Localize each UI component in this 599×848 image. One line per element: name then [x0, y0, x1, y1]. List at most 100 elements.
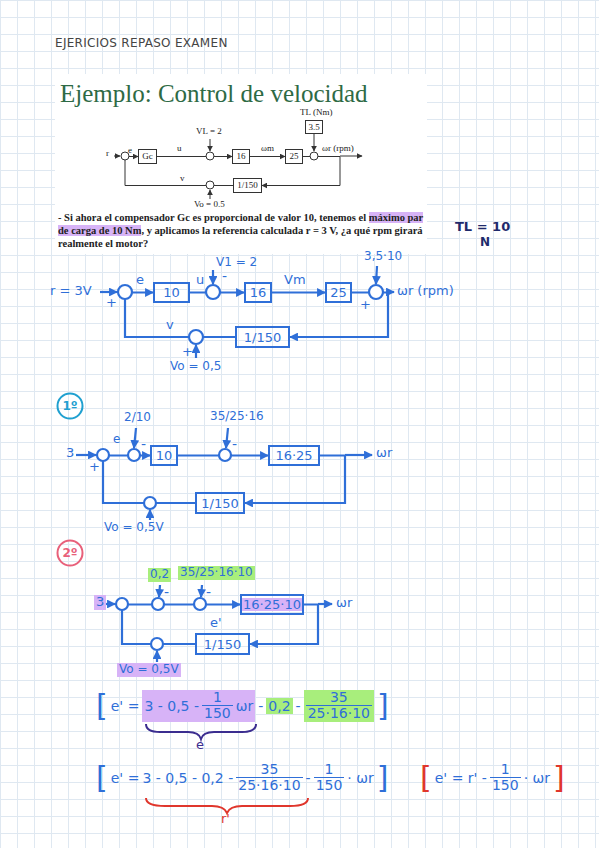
block-text: Gc: [141, 152, 154, 161]
summing-junction: [144, 497, 156, 509]
signal-connector: [125, 293, 235, 338]
equation-term: -: [296, 698, 301, 714]
annotation-text: e': [210, 616, 222, 631]
output-wire: [345, 454, 372, 456]
annotation-text: 35/25·16: [210, 410, 264, 424]
circle-outline: [58, 394, 83, 419]
slide-paragraph: - Si ahora el compensador Gc es proporci…: [58, 211, 424, 250]
annotation-text: e: [196, 738, 204, 753]
disturbance-wire: [314, 134, 315, 151]
disturbance-wire: [210, 139, 211, 151]
annotation-text: +: [182, 345, 193, 360]
block-box: 10: [153, 282, 190, 303]
block-box: 25: [325, 282, 352, 303]
equation-row: [e' =3 - 0,5 - 0,2 -3525·16·10-1150· ωr]: [96, 762, 388, 794]
block-text: 10: [162, 286, 181, 299]
summing-junction: [121, 152, 129, 160]
highlight: 3525·16·10: [304, 690, 374, 722]
fraction: 1150: [202, 690, 233, 722]
output-wire: [388, 291, 394, 293]
block-text: 1/150: [200, 497, 239, 510]
circle-outline: [58, 541, 83, 566]
equation-term: [: [96, 691, 108, 721]
disturbance-wire: [212, 270, 214, 284]
annotation-text: -: [222, 268, 227, 284]
annotation-text: TL (Nm): [300, 107, 332, 117]
annotation-text: ωr (rpm): [397, 284, 454, 299]
annotation-text: 0,2: [148, 568, 171, 582]
block-box: 10: [150, 445, 178, 466]
equation-term: 0,2: [268, 698, 290, 714]
block-box: 1/150: [233, 178, 262, 193]
signal-connector: [290, 293, 388, 338]
block-text: 16: [236, 152, 247, 161]
summing-junction: [151, 638, 163, 650]
annotation-text: +: [360, 298, 371, 313]
equation-term: e' =: [111, 698, 140, 714]
summing-junction: [118, 285, 132, 299]
summing-junction: [206, 285, 220, 299]
step-circle: 1º: [56, 392, 84, 420]
equation-term: ωr: [236, 698, 253, 714]
equation-term: 150: [202, 705, 233, 721]
annotation-text: Ejemplo: Control de velocidad: [60, 80, 368, 109]
disturbance-wire: [201, 585, 202, 597]
block-box: Gc: [138, 149, 157, 164]
equation-term: ]: [377, 691, 389, 721]
block-box: 3.5: [305, 120, 323, 134]
equation-term: ]: [553, 763, 565, 793]
equation-term: -: [258, 698, 263, 714]
equation-term: ]: [377, 763, 389, 793]
block-box: 16·25: [268, 445, 320, 466]
equation-row: [e' = r' -1150· ωr]: [420, 762, 565, 794]
equation-term: 25·16·10: [236, 777, 302, 793]
annotation-text: -: [141, 436, 146, 452]
underbrace: [146, 798, 308, 813]
block-box: 16: [232, 149, 250, 164]
summing-junction: [194, 598, 206, 610]
signal-label: Vm: [284, 273, 306, 288]
summing-junction: [206, 181, 214, 189]
output-wire: [340, 156, 362, 157]
signal-label: u: [177, 143, 182, 153]
block-box: 1/150: [235, 326, 290, 348]
block-text: 10: [155, 449, 174, 462]
summing-junction: [369, 285, 383, 299]
block-text: 16: [249, 286, 268, 299]
block-text: 16·25·10: [242, 598, 302, 611]
annotation-text: Vo = 0,5V: [104, 521, 164, 535]
signal-connector: [190, 291, 244, 293]
equation-term: 35: [330, 690, 348, 705]
annotation-text: r = 3V: [50, 284, 92, 299]
equation-term: 3 - 0,5 - 0,2 -: [142, 770, 233, 786]
equation-term: [: [96, 763, 108, 793]
annotation-text: ωr: [376, 446, 392, 461]
block-text: 2º: [61, 547, 78, 559]
highlight: 0,2: [266, 698, 292, 714]
disturbance-wire: [134, 428, 136, 448]
annotation-text: -: [164, 584, 169, 600]
block-text: 1/150: [243, 331, 282, 344]
signal-connector: [178, 454, 268, 456]
block-text: 16·25: [274, 449, 313, 462]
summing-junction: [310, 152, 318, 160]
annotation-text: VL = 2: [196, 126, 222, 136]
annotation-text: 3: [66, 446, 74, 461]
page-heading: EJERICIOS REPASO EXAMEN: [55, 36, 228, 50]
block-text: 1/150: [203, 638, 242, 651]
equation-term: 3 - 0,5 -: [144, 698, 199, 714]
equation-term: 1: [325, 762, 334, 777]
disturbance-wire: [376, 266, 377, 284]
annotation-text: 2/10: [124, 411, 151, 425]
input-wire: [76, 454, 96, 456]
annotation-text: v: [180, 173, 185, 183]
equation-term: -: [306, 770, 311, 786]
underbrace: [146, 724, 256, 739]
annotation-text: -: [206, 584, 211, 600]
summing-junction: [152, 598, 164, 610]
disturbance-wire: [226, 428, 228, 448]
fraction: 1150: [314, 762, 345, 794]
